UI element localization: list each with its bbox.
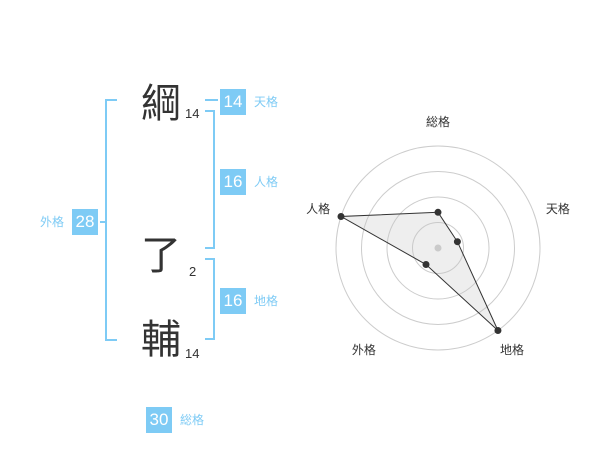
chikaku-bracket (205, 258, 215, 340)
radar-point (337, 212, 345, 220)
radar-ring (386, 196, 490, 300)
gaikaku-bracket (105, 99, 117, 341)
radar-point (434, 208, 442, 216)
radar-ring (412, 222, 464, 274)
jinkaku-bracket (205, 110, 215, 249)
gaikaku-label: 外格 (40, 215, 65, 229)
radar-ring (335, 145, 541, 351)
soukaku-label: 総格 (180, 413, 205, 427)
tenkaku-value: 14 (220, 89, 246, 115)
name-char-3-strokes: 14 (185, 346, 200, 361)
radar-center (434, 244, 442, 252)
chikaku-value: 16 (220, 288, 246, 314)
radar-axis-label: 天格 (545, 202, 570, 217)
radar-series-area (339, 211, 499, 331)
jinkaku-label: 人格 (254, 175, 279, 189)
radar-axis-label: 地格 (500, 342, 525, 357)
gaikaku-value: 28 (72, 209, 98, 235)
radar-axis-label: 外格 (351, 342, 376, 357)
name-char-2: 了 (141, 233, 181, 279)
chikaku-label: 地格 (254, 294, 279, 308)
radar-ring (361, 171, 515, 325)
radar-point (494, 327, 502, 335)
radar-point (422, 261, 430, 269)
name-char-1-strokes: 14 (185, 106, 200, 121)
name-char-1: 綱 (141, 81, 181, 127)
soukaku-value: 30 (146, 407, 172, 433)
radar-point (453, 238, 461, 246)
jinkaku-value: 16 (220, 169, 246, 195)
tenkaku-label: 天格 (254, 95, 279, 109)
name-char-3: 輔 (141, 317, 181, 363)
radar-axis-label: 総格 (425, 115, 450, 129)
radar-axis-label: 人格 (306, 202, 331, 217)
name-char-2-strokes: 2 (189, 264, 197, 279)
